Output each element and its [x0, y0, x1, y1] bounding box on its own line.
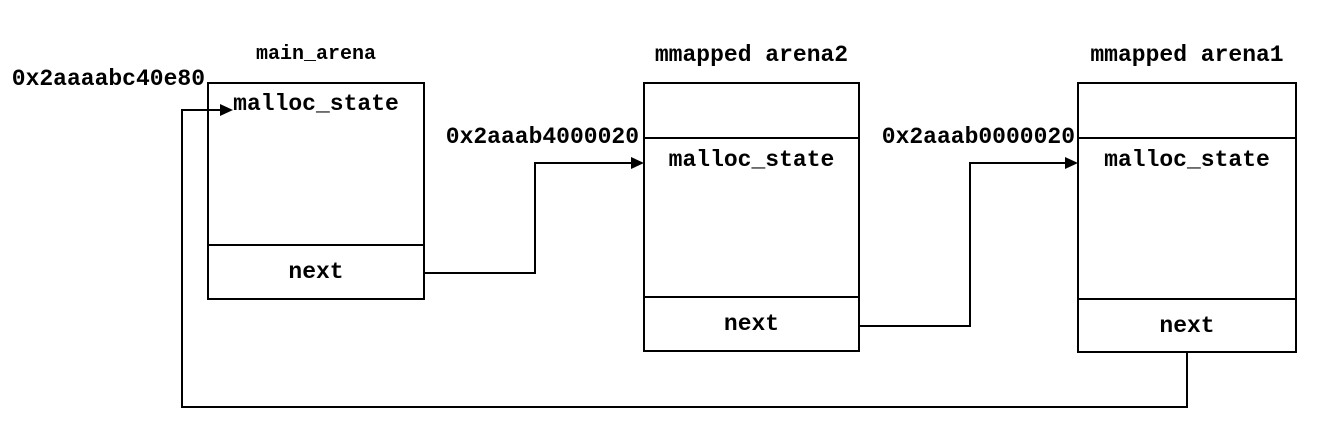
arrow-arena2-next-to-arena1 [860, 157, 1078, 327]
main-arena-malloc-state-cell: malloc_state [209, 84, 423, 246]
arrow-main-next-to-arena2 [425, 157, 644, 274]
mmapped-arena2-next-cell: next [723, 311, 780, 337]
mmapped-arena1-box: malloc_state next [1077, 82, 1297, 353]
mmapped-arena2-empty-cell [645, 84, 858, 139]
main-arena-address-label: 0x2aaaabc40e80 [11, 66, 205, 92]
mmapped-arena1-empty-cell [1079, 84, 1295, 139]
main-arena-next-cell: next [288, 259, 344, 285]
mmapped-arena1-malloc-state-cell: malloc_state [1079, 139, 1295, 300]
main-arena-box: malloc_state next [207, 82, 425, 300]
mmapped-arena2-address-label: 0x2aaab4000020 [445, 124, 639, 150]
mmapped-arena1-address-label: 0x2aaab0000020 [881, 124, 1075, 150]
mmapped-arena2-malloc-state-cell: malloc_state [645, 139, 858, 298]
mmapped-arena1-title: mmapped arena1 [1090, 42, 1284, 68]
mmapped-arena1-next-cell: next [1159, 312, 1215, 339]
main-arena-title: main_arena [255, 43, 377, 66]
mmapped-arena2-box: malloc_state next [643, 82, 860, 352]
mmapped-arena2-title: mmapped arena2 [654, 42, 849, 68]
